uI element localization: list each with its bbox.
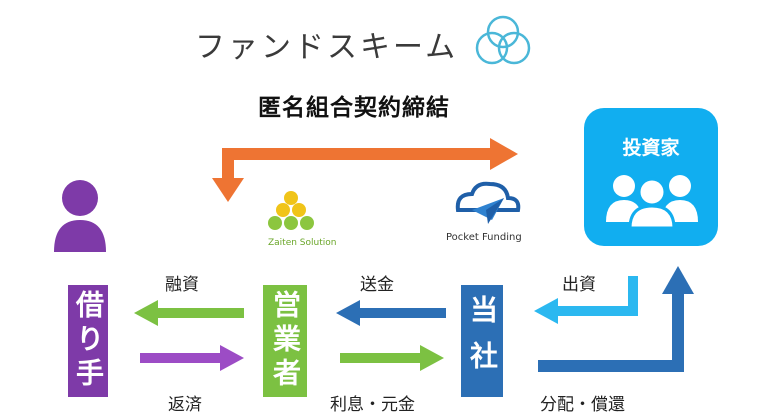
company-label: 当社 bbox=[466, 295, 499, 387]
company-box: 当社 bbox=[461, 285, 503, 397]
operator-label: 営業者 bbox=[269, 290, 302, 392]
page-title: ファンドスキーム bbox=[195, 30, 459, 65]
interest-arrow bbox=[340, 345, 444, 371]
operator-box: 営業者 bbox=[263, 285, 307, 397]
distribution-arrow bbox=[538, 266, 694, 372]
interest-label: 利息・元金 bbox=[330, 395, 415, 415]
borrower-person-icon bbox=[54, 180, 106, 252]
contract-arrow bbox=[212, 138, 518, 202]
zaiten-logo-text: Zaiten Solution bbox=[268, 238, 337, 248]
remit-label: 送金 bbox=[360, 275, 394, 295]
pocket-funding-logo-icon bbox=[455, 181, 521, 224]
loan-arrow bbox=[134, 300, 244, 326]
invest-label: 出資 bbox=[562, 275, 596, 295]
invest-arrow bbox=[534, 276, 638, 324]
contract-label: 匿名組合契約締結 bbox=[258, 95, 450, 121]
distribution-label: 分配・償還 bbox=[540, 395, 625, 415]
zaiten-logo-icon bbox=[268, 191, 314, 230]
repay-arrow bbox=[140, 345, 244, 371]
loan-label: 融資 bbox=[165, 275, 199, 295]
borrower-box: 借り手 bbox=[68, 285, 108, 397]
remit-arrow bbox=[336, 300, 446, 326]
borrower-label: 借り手 bbox=[72, 290, 105, 392]
repay-label: 返済 bbox=[168, 395, 202, 415]
investor-group-icon bbox=[606, 175, 698, 228]
pocket-funding-logo-text: Pocket Funding bbox=[446, 232, 522, 243]
investor-label: 投資家 bbox=[622, 137, 680, 159]
triple-circle-logo-icon bbox=[475, 15, 531, 65]
